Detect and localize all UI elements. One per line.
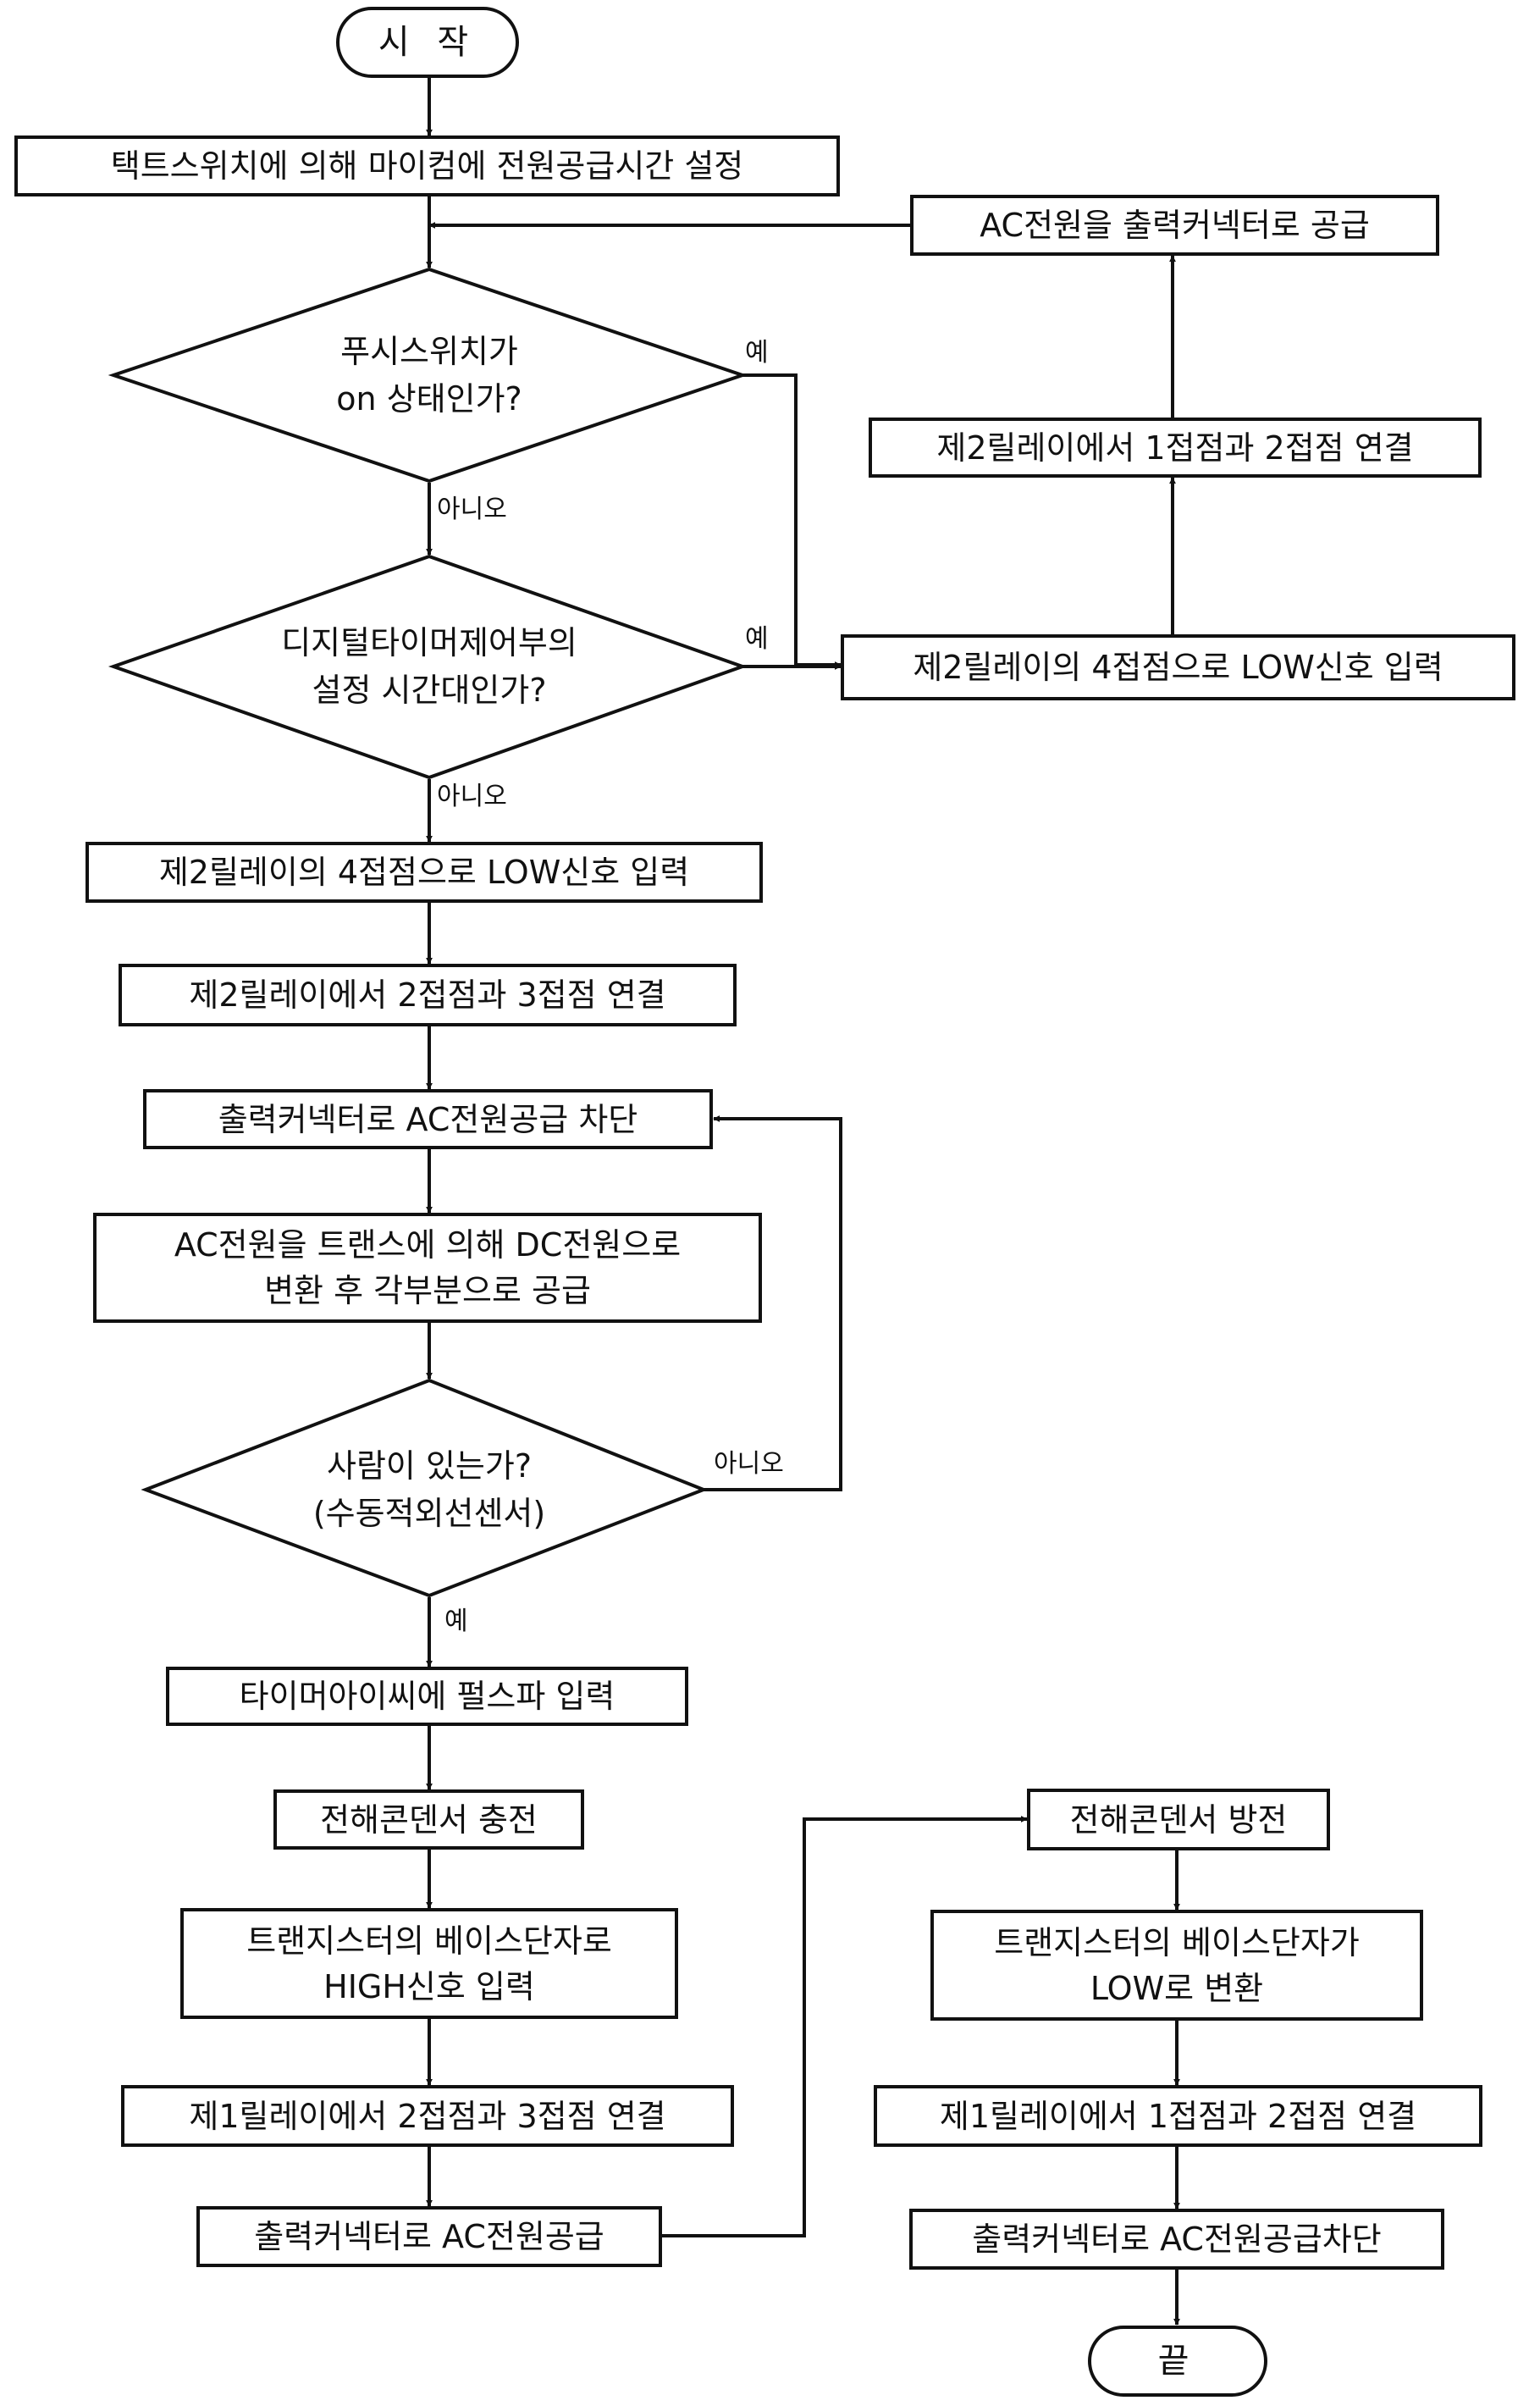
label-timer-yes: 예 bbox=[745, 625, 769, 654]
step-charge-cap: 전해콘덴서 충전 bbox=[273, 1789, 584, 1850]
step-set-time: 택트스위치에 의해 마이컴에 전원공급시간 설정 bbox=[14, 136, 840, 196]
step-ac-to-output: AC전원을 출력커넥터로 공급 bbox=[910, 195, 1439, 256]
start-terminal: 시 작 bbox=[336, 7, 519, 78]
step-transistor-high: 트랜지스터의 베이스단자로 HIGH신호 입력 bbox=[180, 1908, 678, 2019]
arrow-push-yes bbox=[742, 375, 841, 665]
step-transistor-low: 트랜지스터의 베이스단자가 LOW로 변환 bbox=[930, 1910, 1423, 2021]
label-person-no: 아니오 bbox=[714, 1450, 784, 1479]
step-cut-output: 출력커넥터로 AC전원공급 차단 bbox=[143, 1089, 713, 1149]
step-convert-dc: AC전원을 트랜스에 의해 DC전원으로 변환 후 각부분으로 공급 bbox=[93, 1213, 762, 1323]
step-relay2-low-left: 제2릴레이의 4접점으로 LOW신호 입력 bbox=[86, 842, 763, 903]
arrow-supply-to-discharge bbox=[662, 1819, 1027, 2236]
step-discharge-cap: 전해콘덴서 방전 bbox=[1027, 1789, 1330, 1850]
label-push-yes: 예 bbox=[745, 339, 769, 368]
label-push-no: 아니오 bbox=[437, 495, 507, 524]
label-timer-no: 아니오 bbox=[437, 783, 507, 811]
decision-person-present: 사람이 있는가? (수동적외선센서) bbox=[192, 1442, 666, 1537]
step-cut-output-final: 출력커넥터로 AC전원공급차단 bbox=[909, 2209, 1444, 2270]
end-terminal: 끝 bbox=[1088, 2326, 1267, 2397]
step-relay2-low-right: 제2릴레이의 4접점으로 LOW신호 입력 bbox=[841, 634, 1515, 700]
step-relay1-connect-1-2: 제1릴레이에서 1접점과 2접점 연결 bbox=[874, 2085, 1482, 2147]
decision-digital-timer: 디지털타이머제어부의 설정 시간대인가? bbox=[175, 619, 683, 714]
decision-push-switch: 푸시스위치가 on 상태인가? bbox=[218, 328, 641, 423]
step-relay2-connect-2-3: 제2릴레이에서 2접점과 3접점 연결 bbox=[119, 964, 737, 1026]
step-supply-output: 출력커넥터로 AC전원공급 bbox=[196, 2206, 662, 2267]
label-person-yes: 예 bbox=[444, 1607, 468, 1636]
step-relay2-connect-1-2: 제2릴레이에서 1접점과 2접점 연결 bbox=[869, 418, 1482, 478]
step-pulse-timer: 타이머아이씨에 펄스파 입력 bbox=[166, 1667, 688, 1726]
step-relay1-connect-2-3: 제1릴레이에서 2접점과 3접점 연결 bbox=[121, 2085, 734, 2147]
